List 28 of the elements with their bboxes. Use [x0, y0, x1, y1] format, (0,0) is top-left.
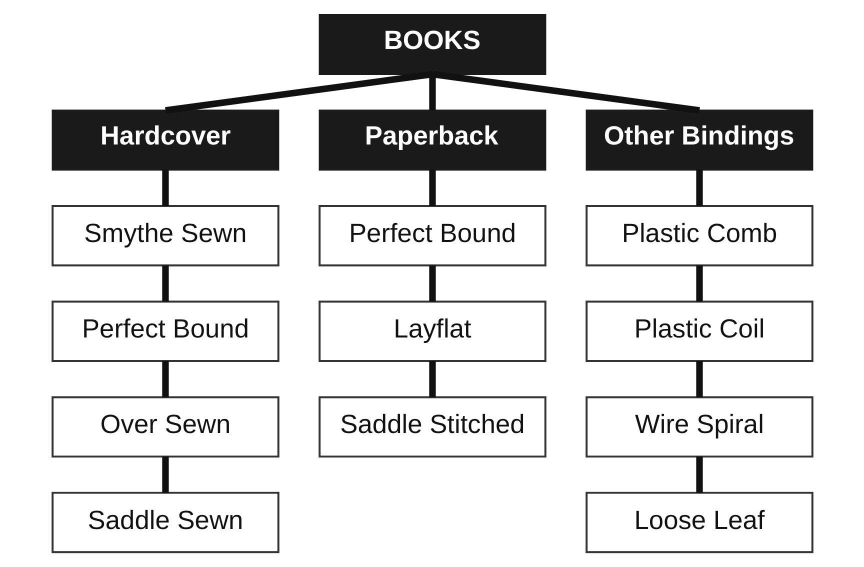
node-box: Saddle Stitched [318, 396, 546, 458]
connector [162, 170, 168, 206]
connector [428, 170, 436, 206]
connector [162, 265, 168, 302]
node-box: Over Sewn [51, 396, 279, 458]
connector [696, 265, 702, 302]
connector [696, 360, 702, 398]
node-box: Plastic Coil [585, 300, 813, 362]
connector [164, 70, 432, 114]
connector [162, 456, 168, 493]
node-box: Other Bindings [585, 110, 813, 171]
node-box: Saddle Sewn [51, 492, 279, 554]
node-box: Wire Spiral [585, 396, 813, 458]
connector [162, 360, 168, 398]
node-box: BOOKS [318, 14, 546, 75]
connector [432, 70, 700, 114]
node-box: Loose Leaf [585, 492, 813, 554]
node-box: Smythe Sewn [51, 205, 279, 266]
node-box: Plastic Comb [585, 205, 813, 266]
node-box: Hardcover [51, 110, 279, 171]
node-box: Paperback [318, 110, 546, 171]
connector [428, 360, 436, 398]
node-box: Perfect Bound [318, 205, 546, 266]
node-box: Layflat [318, 300, 546, 362]
node-box: Perfect Bound [51, 300, 279, 362]
connector [696, 456, 702, 493]
connector [428, 265, 436, 302]
connector [696, 170, 702, 206]
